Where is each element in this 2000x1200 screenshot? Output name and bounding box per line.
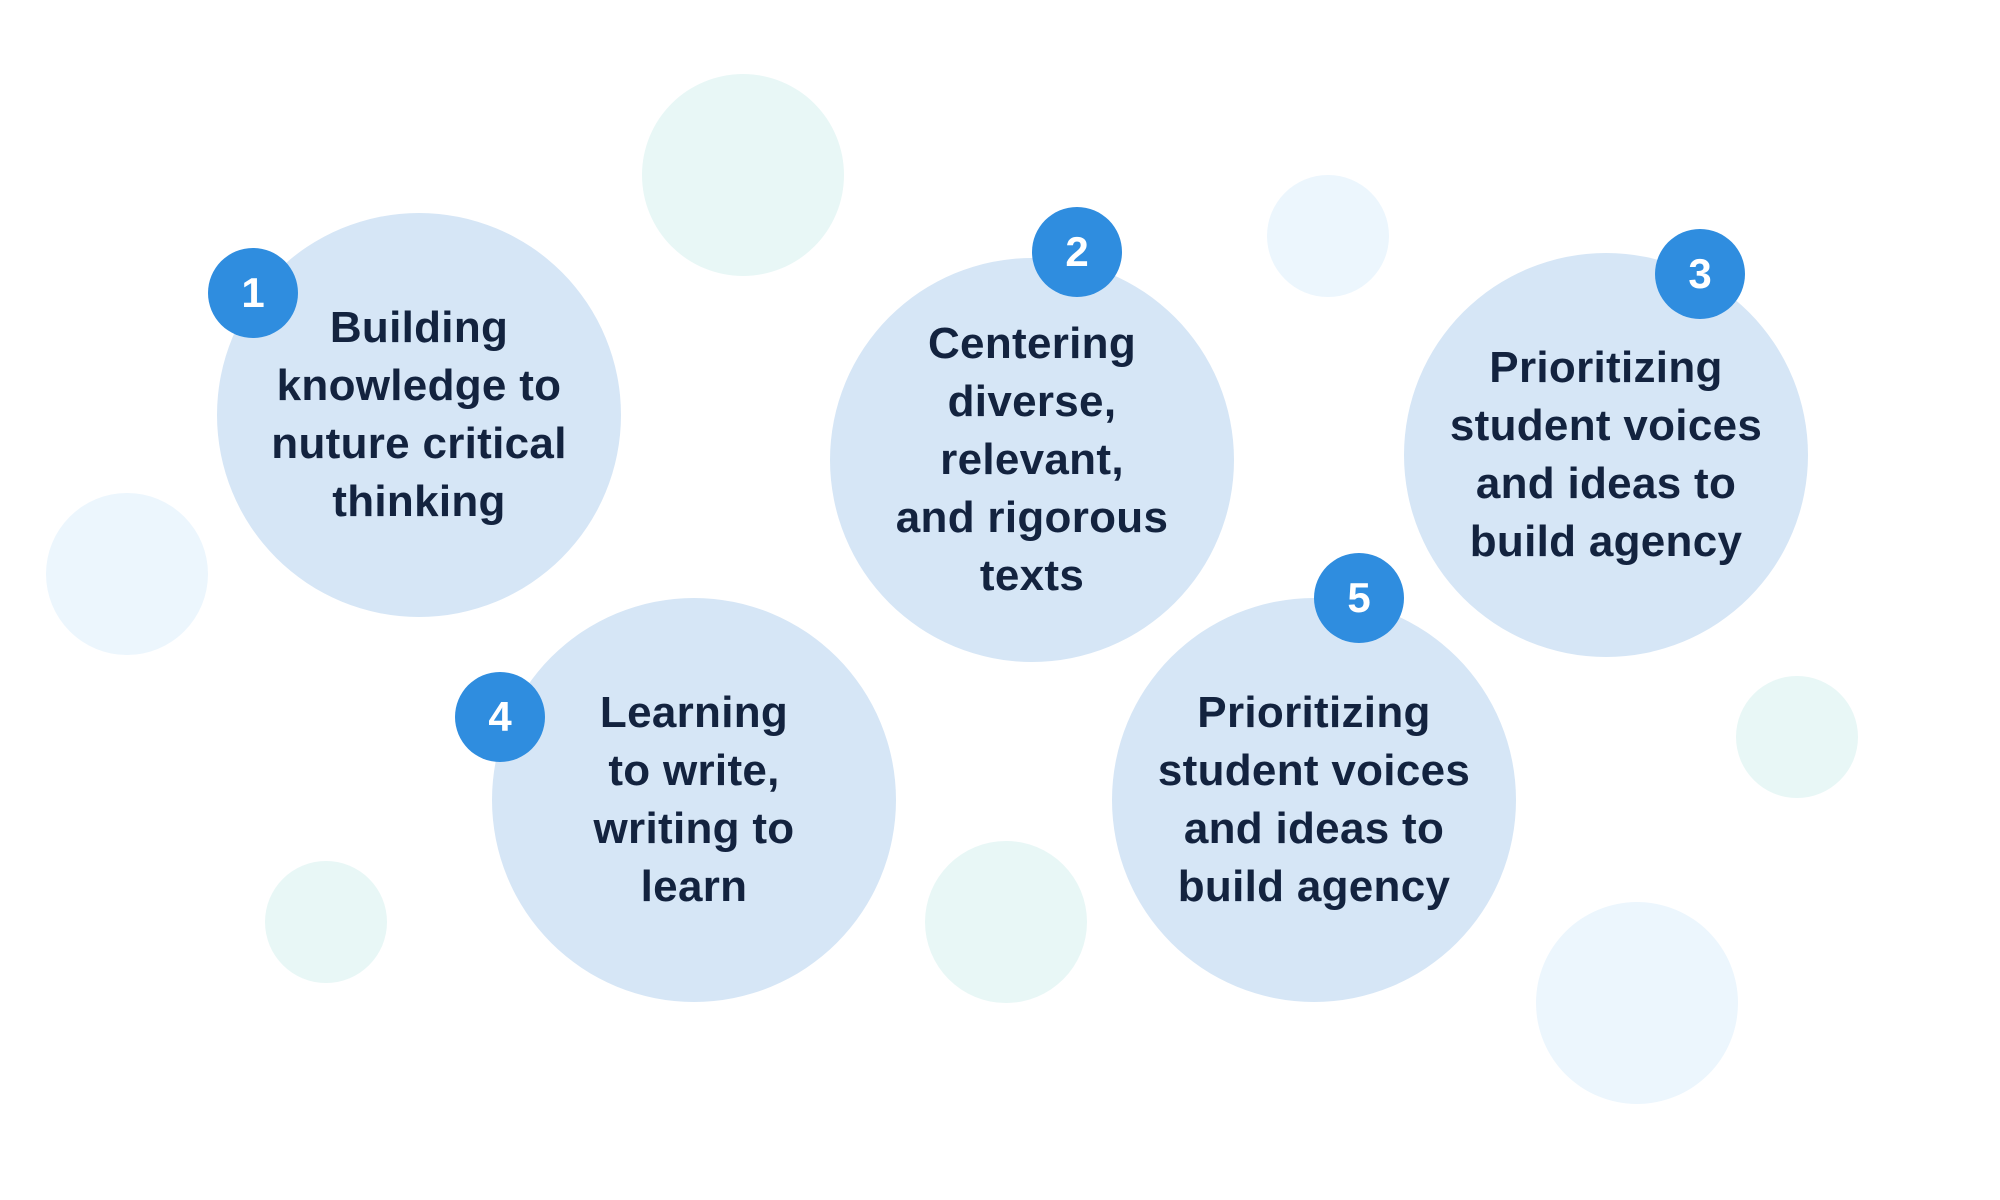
item-1-circle: Building knowledge to nuture critical th… <box>217 213 621 617</box>
item-5-circle: Prioritizing student voices and ideas to… <box>1112 598 1516 1002</box>
decor-bubble <box>46 493 208 655</box>
item-5-text: Prioritizing student voices and ideas to… <box>1157 688 1471 911</box>
item-4-number-badge: 4 <box>455 672 545 762</box>
item-1-number-badge: 1 <box>208 248 298 338</box>
decor-bubble <box>1536 902 1738 1104</box>
decor-bubble <box>925 841 1087 1003</box>
item-2-number-badge: 2 <box>1032 207 1122 297</box>
item-2-circle: Centering diverse, relevant, and rigorou… <box>830 258 1234 662</box>
item-4-circle: Learning to write, writing to learn <box>492 598 896 1002</box>
decor-bubble <box>1736 676 1858 798</box>
decor-bubble <box>642 74 844 276</box>
item-2-text: Centering diverse, relevant, and rigorou… <box>895 319 1169 600</box>
item-3-text: Prioritizing student voices and ideas to… <box>1449 343 1763 566</box>
decor-bubble <box>1267 175 1389 297</box>
item-3-circle: Prioritizing student voices and ideas to… <box>1404 253 1808 657</box>
item-1-text: Building knowledge to nuture critical th… <box>271 303 567 526</box>
item-4-text: Learning to write, writing to learn <box>593 688 795 911</box>
item-5-number-badge: 5 <box>1314 553 1404 643</box>
item-3-number-badge: 3 <box>1655 229 1745 319</box>
decor-bubble <box>265 861 387 983</box>
